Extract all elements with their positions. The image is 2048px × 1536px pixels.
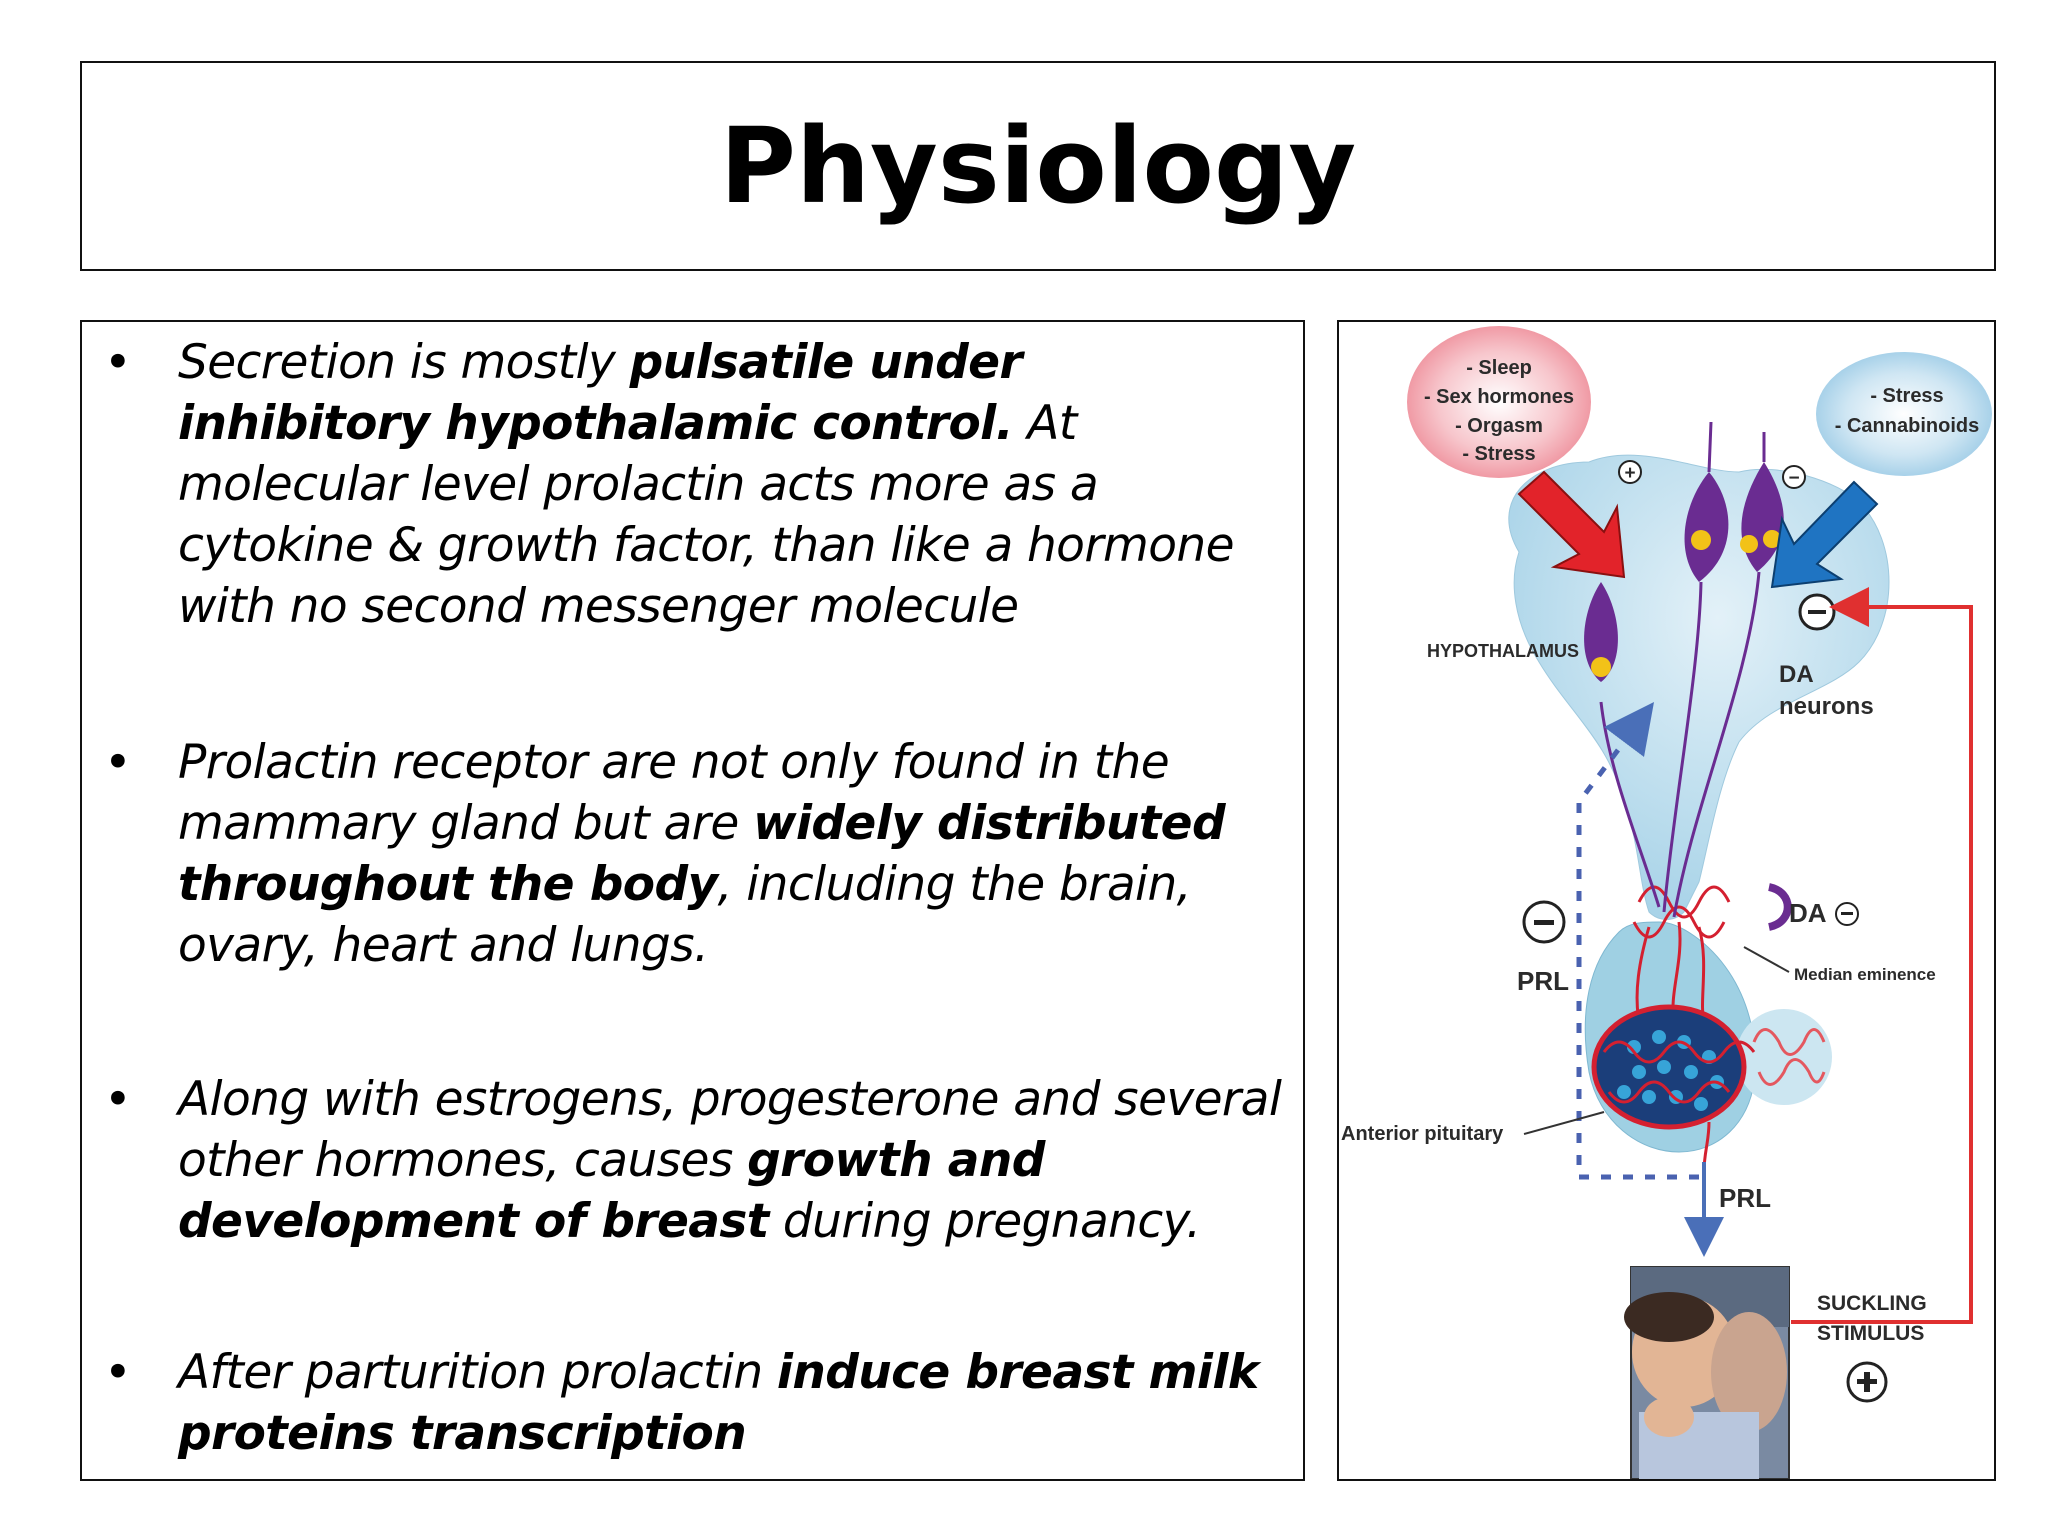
bullet-text-bold: widely distributed throughout the body	[178, 796, 1226, 912]
suckling-plus-icon	[1846, 1361, 1888, 1403]
bullet-text-bold: pulsatile under inhibitory hypothalamic …	[178, 335, 1023, 451]
hypothalamus-label: HYPOTHALAMUS	[1427, 641, 1579, 661]
suckling-stimulus-label: STIMULUS	[1817, 1322, 1924, 1345]
inhibitor-label: - Stress	[1870, 385, 1943, 407]
bullet-text-regular: At molecular level prolactin acts more a…	[178, 396, 1235, 634]
stimulating-arrow	[1517, 470, 1626, 579]
bullet-text-regular: Secretion is mostly	[178, 335, 630, 390]
bullet-text-regular: , including the brain, ovary, heart and …	[178, 857, 1192, 973]
stimulator-label: - Sleep	[1466, 357, 1532, 379]
da-inhibit-minus-icon	[1798, 593, 1836, 631]
plus-sign-icon: +	[1618, 460, 1642, 484]
bullet-text-regular: during pregnancy.	[768, 1194, 1201, 1249]
bullet-text-bold: growth and development of breast	[178, 1133, 1045, 1249]
da-neurons-label: DA	[1779, 661, 1814, 688]
bullet-text: Prolactin receptor are not only found in…	[178, 732, 1283, 976]
suckling-stimulus-label: SUCKLING	[1817, 1292, 1927, 1315]
title-box: Physiology	[80, 61, 1996, 271]
inhibitor-label: - Cannabinoids	[1835, 415, 1979, 437]
stimulator-label: - Stress	[1462, 443, 1535, 465]
da-minus-icon	[1835, 902, 1859, 926]
inhibiting-arrow	[1770, 480, 1879, 589]
da-label: DA	[1789, 898, 1827, 928]
stimulator-label: - Sex hormones	[1424, 386, 1574, 408]
da-neurons	[1584, 421, 1784, 918]
slide-title: Physiology	[719, 105, 1357, 227]
posterior-coil	[1752, 1028, 1826, 1086]
minus-sign-icon: −	[1782, 465, 1806, 489]
stimulators-bubble: - Sleep - Sex hormones - Orgasm - Stress	[1407, 326, 1591, 478]
bullet-text: Secretion is mostly pulsatile under inhi…	[178, 332, 1283, 637]
plus-sign-text: +	[1624, 463, 1635, 484]
median-eminence-label: Median eminence	[1794, 965, 1936, 984]
inhibitors-bubble: - Stress - Cannabinoids	[1816, 352, 1992, 476]
bullet-dot: •	[104, 735, 132, 790]
da-release-arrow	[1767, 883, 1792, 931]
lactotroph-cluster	[1591, 1004, 1756, 1130]
suckling-feedback-line	[1791, 587, 1973, 1324]
bullet-dot: •	[104, 1345, 132, 1400]
stimulator-label: - Orgasm	[1455, 415, 1543, 437]
posterior-pituitary-shape	[1736, 1009, 1832, 1105]
prl-output-label: PRL	[1719, 1183, 1771, 1213]
minus-sign-text: −	[1788, 468, 1799, 489]
bullet-text-regular: Prolactin receptor are not only found in…	[178, 735, 1170, 851]
diagram-panel: - Sleep - Sex hormones - Orgasm - Stress…	[1337, 320, 1996, 1481]
breastfeeding-infant-photo	[1624, 1266, 1790, 1479]
prl-feedback-minus-icon	[1522, 900, 1566, 944]
da-neurons-label: neurons	[1779, 693, 1874, 720]
median-eminence-pointer	[1743, 946, 1790, 973]
anterior-pituitary-pointer	[1523, 1111, 1605, 1135]
anterior-pituitary-label: Anterior pituitary	[1341, 1123, 1504, 1145]
prl-feedback-label: PRL	[1517, 966, 1569, 996]
bullet-dot: •	[104, 335, 132, 390]
bullet-text-regular: Along with estrogens, progesterone and s…	[178, 1072, 1282, 1188]
prolactin-regulation-diagram: - Sleep - Sex hormones - Orgasm - Stress…	[1341, 326, 1992, 1479]
bullet-text-bold: induce breast milk proteins transcriptio…	[178, 1345, 1259, 1461]
text-panel: • Secretion is mostly pulsatile under in…	[80, 320, 1305, 1481]
bullet-dot: •	[104, 1072, 132, 1127]
bullet-text: After parturition prolactin induce breas…	[178, 1342, 1283, 1464]
bullet-text: Along with estrogens, progesterone and s…	[178, 1069, 1283, 1252]
bullet-text-regular: After parturition prolactin	[178, 1345, 777, 1400]
